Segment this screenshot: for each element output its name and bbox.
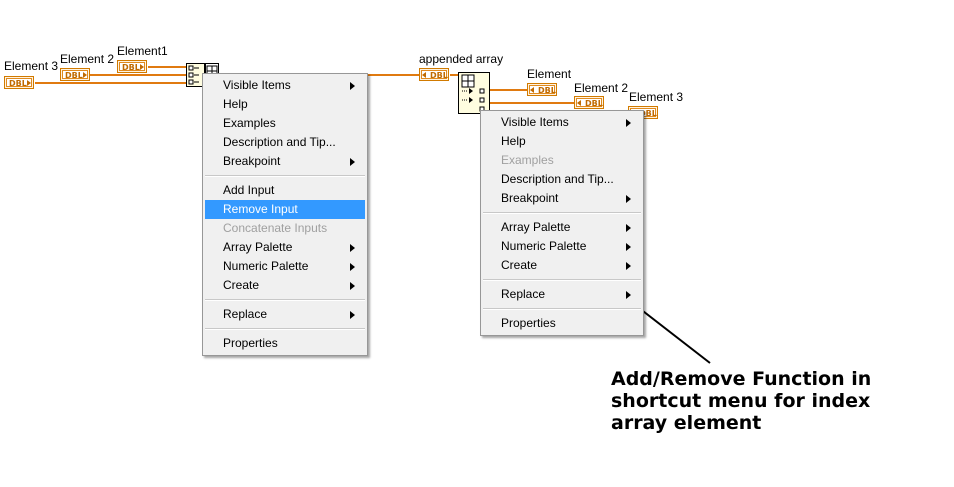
menu-item-label: Array Palette [223, 240, 293, 254]
element2-control[interactable]: DBL [60, 68, 90, 81]
callout-annotation: Add/Remove Function in shortcut menu for… [611, 368, 871, 434]
build-array-node[interactable] [186, 63, 205, 87]
menu-item-label: Breakpoint [223, 154, 281, 168]
element3-out-label: Element 3 [629, 90, 684, 104]
input-terminal-icon [577, 100, 581, 106]
callout-line: array element [611, 412, 762, 434]
menu-item-label: Concatenate Inputs [223, 221, 328, 235]
menu-separator [483, 308, 641, 310]
submenu-arrow-icon [626, 262, 631, 270]
appended-array-indicator[interactable]: DBL [419, 68, 449, 81]
submenu-arrow-icon [350, 82, 355, 90]
submenu-arrow-icon [626, 119, 631, 127]
menu-separator [205, 175, 365, 177]
menu-item-properties[interactable]: Properties [203, 334, 367, 353]
submenu-arrow-icon [626, 195, 631, 203]
menu-separator [205, 328, 365, 330]
dbl-type-label: DBL [6, 78, 32, 88]
menu-item-description-and-tip[interactable]: Description and Tip... [203, 133, 367, 152]
menu-item-replace[interactable]: Replace [203, 305, 367, 324]
menu-item-remove-input[interactable]: Remove Input [205, 200, 365, 219]
build-array-icon [188, 65, 199, 85]
dbl-type-label: DBL [119, 62, 145, 72]
menu-separator [483, 279, 641, 281]
menu-item-label: Array Palette [501, 220, 571, 234]
menu-item-properties[interactable]: Properties [481, 314, 643, 333]
index-array-icon [461, 74, 485, 112]
index-array-node[interactable] [458, 72, 490, 114]
menu-item-help[interactable]: Help [481, 132, 643, 151]
element-out-indicator[interactable]: DBL [527, 83, 557, 96]
submenu-arrow-icon [350, 282, 355, 290]
menu-item-visible-items[interactable]: Visible Items [481, 113, 643, 132]
menu-item-visible-items[interactable]: Visible Items [203, 76, 367, 95]
menu-item-array-palette[interactable]: Array Palette [481, 218, 643, 237]
output-terminal-icon [27, 80, 31, 86]
submenu-arrow-icon [350, 263, 355, 271]
input-terminal-icon [422, 72, 426, 78]
menu-item-label: Numeric Palette [501, 239, 587, 253]
input-terminal-icon [530, 87, 534, 93]
dbl-type-label: DBL [576, 98, 603, 108]
menu-item-label: Replace [223, 307, 268, 321]
menu-item-replace[interactable]: Replace [481, 285, 643, 304]
menu-item-label: Help [501, 134, 526, 148]
callout-line: Add/Remove Function in [611, 368, 872, 390]
element2-out-label: Element 2 [574, 81, 629, 95]
menu-separator [205, 299, 365, 301]
menu-item-label: Visible Items [223, 78, 291, 92]
element1-control[interactable]: DBL [117, 60, 147, 73]
element2-label: Element 2 [60, 52, 115, 66]
menu-item-examples[interactable]: Examples [203, 114, 367, 133]
output-terminal-icon [140, 64, 144, 70]
output-terminal-icon [83, 72, 87, 78]
dbl-type-label: DBL [62, 70, 88, 80]
element1-label: Element1 [117, 44, 168, 58]
menu-item-label: Remove Input [223, 202, 298, 216]
menu-item-label: Description and Tip... [223, 135, 336, 149]
submenu-arrow-icon [626, 291, 631, 299]
element2-out-indicator[interactable]: DBL [574, 96, 604, 109]
menu-item-label: Create [501, 258, 538, 272]
element3-label: Element 3 [4, 59, 59, 73]
dbl-type-label: DBL [421, 70, 448, 80]
menu-item-label: Examples [501, 153, 554, 167]
menu-item-create[interactable]: Create [203, 276, 367, 295]
dbl-type-label: DBL [529, 85, 556, 95]
submenu-arrow-icon [350, 158, 355, 166]
menu-item-breakpoint[interactable]: Breakpoint [481, 189, 643, 208]
submenu-arrow-icon [626, 243, 631, 251]
appended-array-label: appended array [419, 52, 504, 66]
callout-line: shortcut menu for index [611, 390, 871, 412]
menu-item-label: Properties [223, 336, 278, 350]
menu-item-label: Description and Tip... [501, 172, 614, 186]
menu-item-array-palette[interactable]: Array Palette [203, 238, 367, 257]
menu-item-label: Add Input [223, 183, 275, 197]
menu-item-label: Properties [501, 316, 556, 330]
menu-item-description-and-tip[interactable]: Description and Tip... [481, 170, 643, 189]
menu-item-label: Visible Items [501, 115, 569, 129]
menu-item-add-input[interactable]: Add Input [203, 181, 367, 200]
menu-item-label: Breakpoint [501, 191, 559, 205]
menu-separator [483, 212, 641, 214]
element3-control[interactable]: DBL [4, 76, 34, 89]
menu-item-help[interactable]: Help [203, 95, 367, 114]
menu-item-label: Help [223, 97, 248, 111]
menu-item-numeric-palette[interactable]: Numeric Palette [481, 237, 643, 256]
menu-item-concatenate-inputs: Concatenate Inputs [203, 219, 367, 238]
menu-item-label: Numeric Palette [223, 259, 309, 273]
menu-item-create[interactable]: Create [481, 256, 643, 275]
menu-item-examples: Examples [481, 151, 643, 170]
menu-item-label: Examples [223, 116, 276, 130]
menu-item-breakpoint[interactable]: Breakpoint [203, 152, 367, 171]
submenu-arrow-icon [350, 244, 355, 252]
submenu-arrow-icon [626, 224, 631, 232]
menu-item-label: Replace [501, 287, 546, 301]
element-out-label: Element [527, 67, 572, 81]
menu-item-numeric-palette[interactable]: Numeric Palette [203, 257, 367, 276]
menu-item-label: Create [223, 278, 260, 292]
submenu-arrow-icon [350, 311, 355, 319]
